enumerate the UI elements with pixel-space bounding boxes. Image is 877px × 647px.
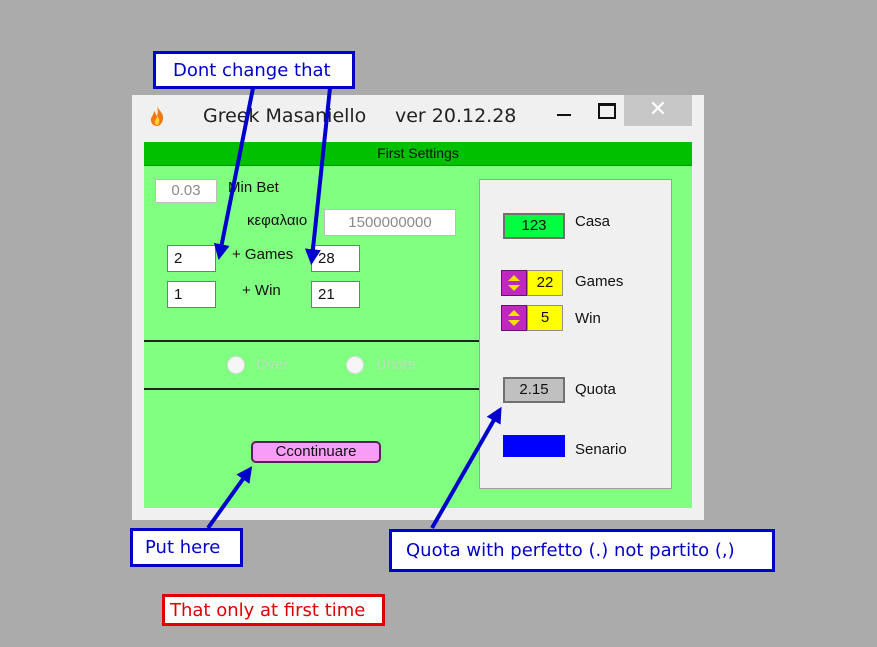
win-count-display: 5 (527, 305, 563, 331)
maximize-button[interactable] (586, 95, 631, 126)
divider-top (144, 340, 480, 342)
flame-icon (151, 106, 164, 126)
arrow-to-games-max (304, 87, 332, 266)
win-min-field[interactable]: 1 (167, 281, 216, 308)
continue-button[interactable]: Ccontinuare (251, 441, 381, 463)
min-bet-field[interactable]: 0.03 (155, 179, 217, 203)
arrow-to-continue (206, 466, 253, 530)
panel-caption: First Settings (377, 145, 459, 161)
casa-display: 123 (503, 213, 565, 239)
annotation-put-here: Put here (130, 528, 243, 567)
win-max-field[interactable]: 21 (311, 281, 360, 308)
quota-field[interactable]: 2.15 (503, 377, 565, 403)
games-count-label: Games (575, 273, 624, 290)
annotation-dont-change: Dont change that (153, 51, 355, 89)
senario-label: Senario (575, 441, 627, 458)
panel-caption-bar: First Settings (144, 142, 692, 166)
annotation-quota-format: Quota with perfetto (.) not partito (,) (389, 529, 775, 572)
over-label: Over (256, 356, 289, 373)
version-label: ver 20.12.28 (395, 105, 517, 127)
senario-indicator (503, 435, 565, 457)
games-count-display: 22 (527, 270, 563, 296)
arrow-to-quota (430, 406, 502, 529)
games-min-field[interactable]: 2 (167, 245, 216, 272)
capital-label: κεφαλαιο (247, 212, 308, 229)
app-window: Greek Masaniello ver 20.12.28 ✕ First Se… (132, 95, 704, 520)
under-label: Under (376, 356, 417, 373)
status-panel: 123 Casa 22 Games 5 Win 2.15 Quota Senar… (479, 179, 672, 489)
win-label: + Win (242, 282, 281, 299)
capital-field[interactable]: 1500000000 (324, 209, 456, 236)
arrow-to-games-min (213, 87, 255, 261)
annotation-first-time: That only at first time (162, 594, 385, 626)
over-radio[interactable] (227, 356, 245, 374)
games-label: + Games (232, 246, 294, 263)
quota-label: Quota (575, 381, 616, 398)
under-radio[interactable] (346, 356, 364, 374)
first-settings-panel: First Settings 0.03 Min Bet κεφαλαιο 150… (144, 142, 692, 508)
min-bet-label: Min Bet (228, 179, 279, 196)
games-spinner-icon[interactable] (501, 270, 527, 296)
window-title: Greek Masaniello (203, 105, 367, 127)
title-bar[interactable]: Greek Masaniello ver 20.12.28 ✕ (132, 95, 704, 137)
minimize-button[interactable] (541, 95, 586, 126)
casa-label: Casa (575, 213, 611, 230)
close-button[interactable]: ✕ (624, 95, 692, 126)
divider-bottom (144, 388, 480, 390)
win-count-label: Win (575, 310, 601, 327)
win-spinner-icon[interactable] (501, 305, 527, 331)
